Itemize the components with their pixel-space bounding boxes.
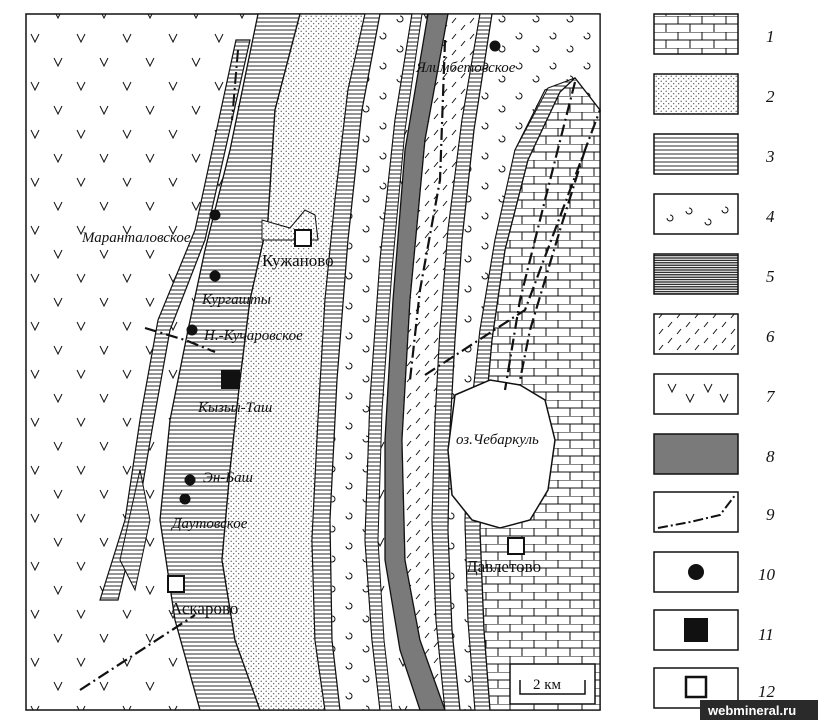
legend-circles-glyphs — [666, 206, 729, 226]
deposit-marker — [489, 40, 501, 52]
legend-settlement-glyph — [684, 675, 708, 699]
label-yalimbetovskoe: Ялимбетовское — [415, 60, 516, 76]
legend-swatch-fault — [653, 491, 739, 533]
unit-fine-west-lobe — [119, 469, 151, 592]
legend-fault-glyph — [657, 493, 737, 529]
fault-line-west — [231, 49, 239, 121]
label-en-bash: Эн-Баш — [203, 470, 253, 486]
label-askarovo: Аскарово — [170, 599, 238, 618]
legend-num: 11 — [758, 625, 774, 644]
legend-num: 9 — [766, 505, 775, 524]
legend-num: 8 — [766, 447, 775, 466]
legend-num: 10 — [758, 565, 776, 584]
legend-num: 7 — [766, 387, 776, 406]
legend-swatch-stipple — [653, 73, 739, 115]
deposit-marker — [184, 474, 196, 486]
fault-line-central — [408, 39, 447, 381]
label-davletovo: Давлетово — [466, 557, 541, 576]
fault-line-east-3 — [518, 149, 587, 381]
legend-num: 3 — [765, 147, 775, 166]
lake-chebarkul — [447, 379, 556, 529]
settlement-marker — [507, 537, 525, 555]
unit-fine-strip-2 — [364, 13, 423, 711]
deposit-marker — [209, 270, 221, 282]
label-dautovskoe: Даутовское — [170, 516, 248, 532]
legend-num: 1 — [766, 27, 775, 46]
label-kurgashty: Кургашты — [201, 292, 271, 308]
legend-swatch-gray — [653, 433, 739, 475]
fault-line-east-1 — [424, 109, 602, 376]
legend-num: 6 — [766, 327, 775, 346]
legend-num: 2 — [766, 87, 775, 106]
scale-bar-line — [519, 680, 586, 695]
watermark: webmineral.ru — [707, 703, 796, 718]
label-kuzhanovo: Кужаново — [262, 251, 334, 270]
fault-line-south — [79, 614, 196, 691]
unit-fine-west-strip — [99, 39, 251, 601]
legend-num: 12 — [758, 682, 776, 701]
deposit-marker — [179, 493, 191, 505]
legend-swatch-open-circles — [653, 193, 739, 235]
legend-v-glyphs — [667, 383, 729, 404]
scale-bar-label: 2 км — [533, 677, 562, 693]
watermark-bg — [700, 700, 818, 720]
scale-bar-box — [509, 663, 596, 705]
fault-line-east-2 — [503, 81, 577, 391]
legend-swatch-fine-lines — [653, 133, 739, 175]
deposit-marker — [209, 209, 221, 221]
label-lake-chebarkul: оз.Чебаркуль — [456, 432, 539, 448]
legend-num: 5 — [766, 267, 775, 286]
settlement-marker — [294, 229, 312, 247]
legend-swatch-v-marks — [653, 373, 739, 415]
label-marantalovskoe: Маранталовское — [81, 230, 191, 246]
settlement-marker — [167, 575, 185, 593]
label-kyzyl-tash: Кызыл-Таш — [197, 400, 272, 416]
legend-swatch-brick — [653, 13, 739, 55]
deposit-marker — [186, 324, 198, 336]
legend-major-deposit-glyph — [684, 618, 708, 642]
label-n-kucharovskoe: Н.-Кучаровское — [203, 328, 303, 344]
major-deposit-marker — [221, 370, 240, 389]
legend-num: 4 — [766, 207, 775, 226]
legend-deposit-glyph — [688, 564, 704, 580]
legend-swatch-dashes — [653, 313, 739, 355]
legend-swatch-dense-lines — [653, 253, 739, 295]
legend: 1 2 3 4 5 6 7 8 9 10 11 12 — [653, 13, 776, 709]
